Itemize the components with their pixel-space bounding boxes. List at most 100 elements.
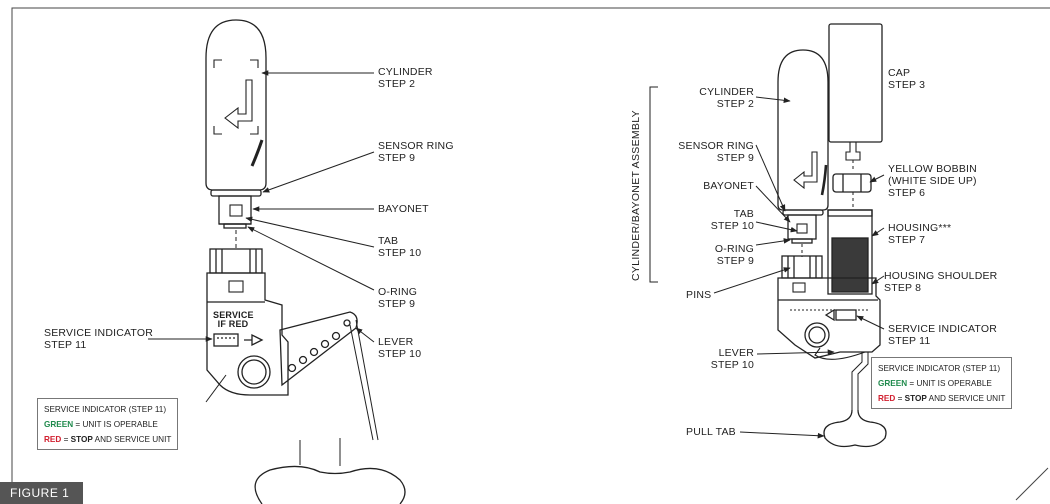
left-dial [237, 355, 271, 389]
right-bayonet [787, 214, 817, 240]
right-unit-illustration [777, 23, 887, 448]
label-line: YELLOW BOBBIN [888, 163, 977, 175]
right-cap [828, 23, 883, 143]
assembly-vertical-label: CYLINDER/BAYONET ASSEMBLY [630, 110, 642, 281]
note-red-line: RED = STOP AND SERVICE UNIT [878, 391, 1005, 406]
label-line: O-RING [714, 243, 754, 255]
note-green-word: GREEN [878, 379, 908, 388]
note-green-word: GREEN [44, 420, 74, 429]
note-red-word: RED [878, 394, 896, 403]
left-bayonet [218, 195, 252, 225]
right-cap-label: CAP STEP 3 [888, 67, 925, 91]
label-line: STEP 10 [710, 220, 754, 232]
label-line: SENSOR RING [378, 140, 454, 152]
label-line: STEP 8 [884, 282, 922, 294]
note-red-text: AND SERVICE UNIT [92, 435, 172, 444]
label-line: LEVER [718, 347, 754, 359]
right-pins-label: PINS [686, 289, 711, 301]
right-bobbin-label: YELLOW BOBBIN (WHITE SIDE UP) STEP 6 [888, 163, 977, 199]
right-yellow-bobbin [832, 173, 872, 193]
label-line: STEP 7 [888, 234, 926, 246]
left-unit-illustration [205, 19, 406, 504]
label-line: TAB [378, 235, 399, 247]
right-housing-shoulder-label: HOUSING SHOULDER STEP 8 [884, 270, 997, 294]
label-line: STEP 10 [378, 348, 422, 360]
note-red-word: RED [44, 435, 62, 444]
note-red-equals: = [61, 435, 71, 444]
label-line: CAP [888, 67, 911, 79]
left-service-window [213, 333, 239, 347]
note-green-line: GREEN = UNIT IS OPERABLE [878, 376, 1005, 391]
right-service-indicator-label: SERVICE INDICATOR STEP 11 [888, 323, 997, 347]
right-cylinder-arrow-icon [793, 151, 818, 190]
note-green-line: GREEN = UNIT IS OPERABLE [44, 417, 171, 432]
label-line: STEP 2 [716, 98, 754, 110]
left-tab-label: TAB STEP 10 [378, 235, 421, 259]
right-service-note: SERVICE INDICATOR (STEP 11) GREEN = UNIT… [871, 357, 1013, 409]
note-red-line: RED = STOP AND SERVICE UNIT [44, 432, 171, 447]
label-line: STEP 10 [378, 247, 422, 259]
left-cylinder-arrow-icon [224, 79, 253, 130]
label-line: BAYONET [378, 203, 429, 215]
left-sensor-ring-label: SENSOR RING STEP 9 [378, 140, 454, 164]
page-border [11, 7, 1050, 504]
right-body [777, 277, 881, 359]
right-lever-label: LEVER STEP 10 [666, 347, 754, 371]
label-line: O-RING [378, 286, 418, 298]
label-line: STEP 9 [716, 152, 754, 164]
note-title: SERVICE INDICATOR (STEP 11) [44, 405, 167, 414]
left-service-indicator-label: SERVICE INDICATOR STEP 11 [44, 327, 153, 351]
note-green-text: = UNIT IS OPERABLE [907, 379, 992, 388]
left-sensor-ring [210, 189, 262, 197]
label-line: (WHITE SIDE UP) [888, 175, 977, 187]
label-line: SERVICE INDICATOR [44, 327, 154, 339]
right-pull-tab [823, 409, 887, 448]
figure-label: FIGURE 1 [0, 482, 84, 504]
left-cylinder [205, 19, 267, 191]
right-dial [804, 322, 830, 348]
label-line: SERVICE INDICATOR [888, 323, 998, 335]
label-line: IF RED [217, 319, 249, 329]
note-red-equals: = [895, 394, 905, 403]
label-line: STEP 11 [44, 339, 87, 351]
left-cylinder-label: CYLINDER STEP 2 [378, 66, 433, 90]
note-stop-word: STOP [70, 435, 93, 444]
right-o-ring-label: O-RING STEP 9 [666, 243, 754, 267]
label-line: STEP 9 [378, 298, 416, 310]
note-red-text: AND SERVICE UNIT [926, 394, 1006, 403]
label-line: SENSOR RING [678, 140, 754, 152]
label-line: BAYONET [703, 180, 754, 192]
label-line: CYLINDER [378, 66, 433, 78]
left-lever-label: LEVER STEP 10 [378, 336, 421, 360]
note-green-text: = UNIT IS OPERABLE [73, 420, 158, 429]
right-tab-label: TAB STEP 10 [666, 208, 754, 232]
right-service-window [835, 309, 857, 321]
note-stop-word: STOP [904, 394, 927, 403]
label-line: STEP 9 [716, 255, 754, 267]
page-corner [1015, 467, 1049, 501]
label-line: LEVER [378, 336, 414, 348]
assembly-bracket [649, 86, 658, 283]
label-line: CYLINDER [699, 86, 754, 98]
label-line: STEP 2 [378, 78, 416, 90]
right-pull-tab-label: PULL TAB [686, 426, 736, 438]
right-sensor-ring-label: SENSOR RING STEP 9 [640, 140, 754, 164]
left-service-stamp: SERVICE IF RED [213, 311, 254, 329]
left-service-note: SERVICE INDICATOR (STEP 11) GREEN = UNIT… [37, 398, 179, 450]
label-line: STEP 9 [378, 152, 416, 164]
label-line: PULL TAB [686, 426, 736, 438]
label-line: STEP 10 [710, 359, 754, 371]
left-body [206, 272, 289, 396]
label-line: HOUSING SHOULDER [884, 270, 998, 282]
label-line: STEP 6 [888, 187, 926, 199]
left-o-ring-label: O-RING STEP 9 [378, 286, 417, 310]
right-cylinder [777, 49, 829, 211]
right-sensor-ring [782, 209, 824, 216]
label-line: STEP 11 [888, 335, 931, 347]
label-line: TAB [733, 208, 754, 220]
label-line: STEP 3 [888, 79, 926, 91]
right-housing-label: HOUSING*** STEP 7 [888, 222, 951, 246]
right-cylinder-label: CYLINDER STEP 2 [666, 86, 754, 110]
